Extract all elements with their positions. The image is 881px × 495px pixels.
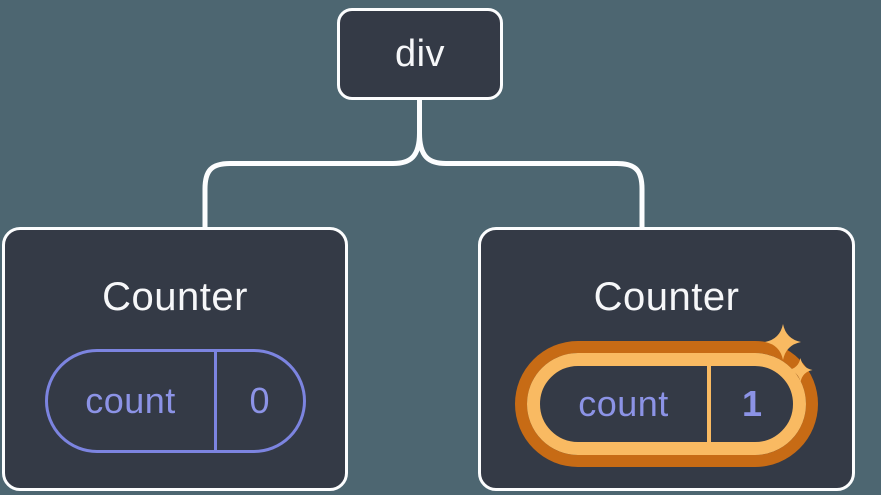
state-key-label: count	[48, 352, 217, 450]
counter-title-right: Counter	[593, 275, 740, 319]
state-value: 0	[249, 380, 270, 421]
root-node-div: div	[337, 8, 503, 100]
state-pill-left: count 0	[44, 349, 306, 453]
connector-left-branch	[202, 97, 422, 229]
state-value: 1	[741, 383, 763, 424]
counter-title-left: Counter	[102, 275, 248, 319]
counter-node-left: Counter count 0	[2, 227, 348, 491]
root-node-label: div	[394, 32, 446, 75]
state-pill-right-highlighted: count 1	[527, 353, 806, 455]
state-key-label: count	[540, 366, 711, 442]
connector-right-branch	[417, 97, 645, 229]
counter-node-right: Counter count 1	[478, 227, 855, 491]
